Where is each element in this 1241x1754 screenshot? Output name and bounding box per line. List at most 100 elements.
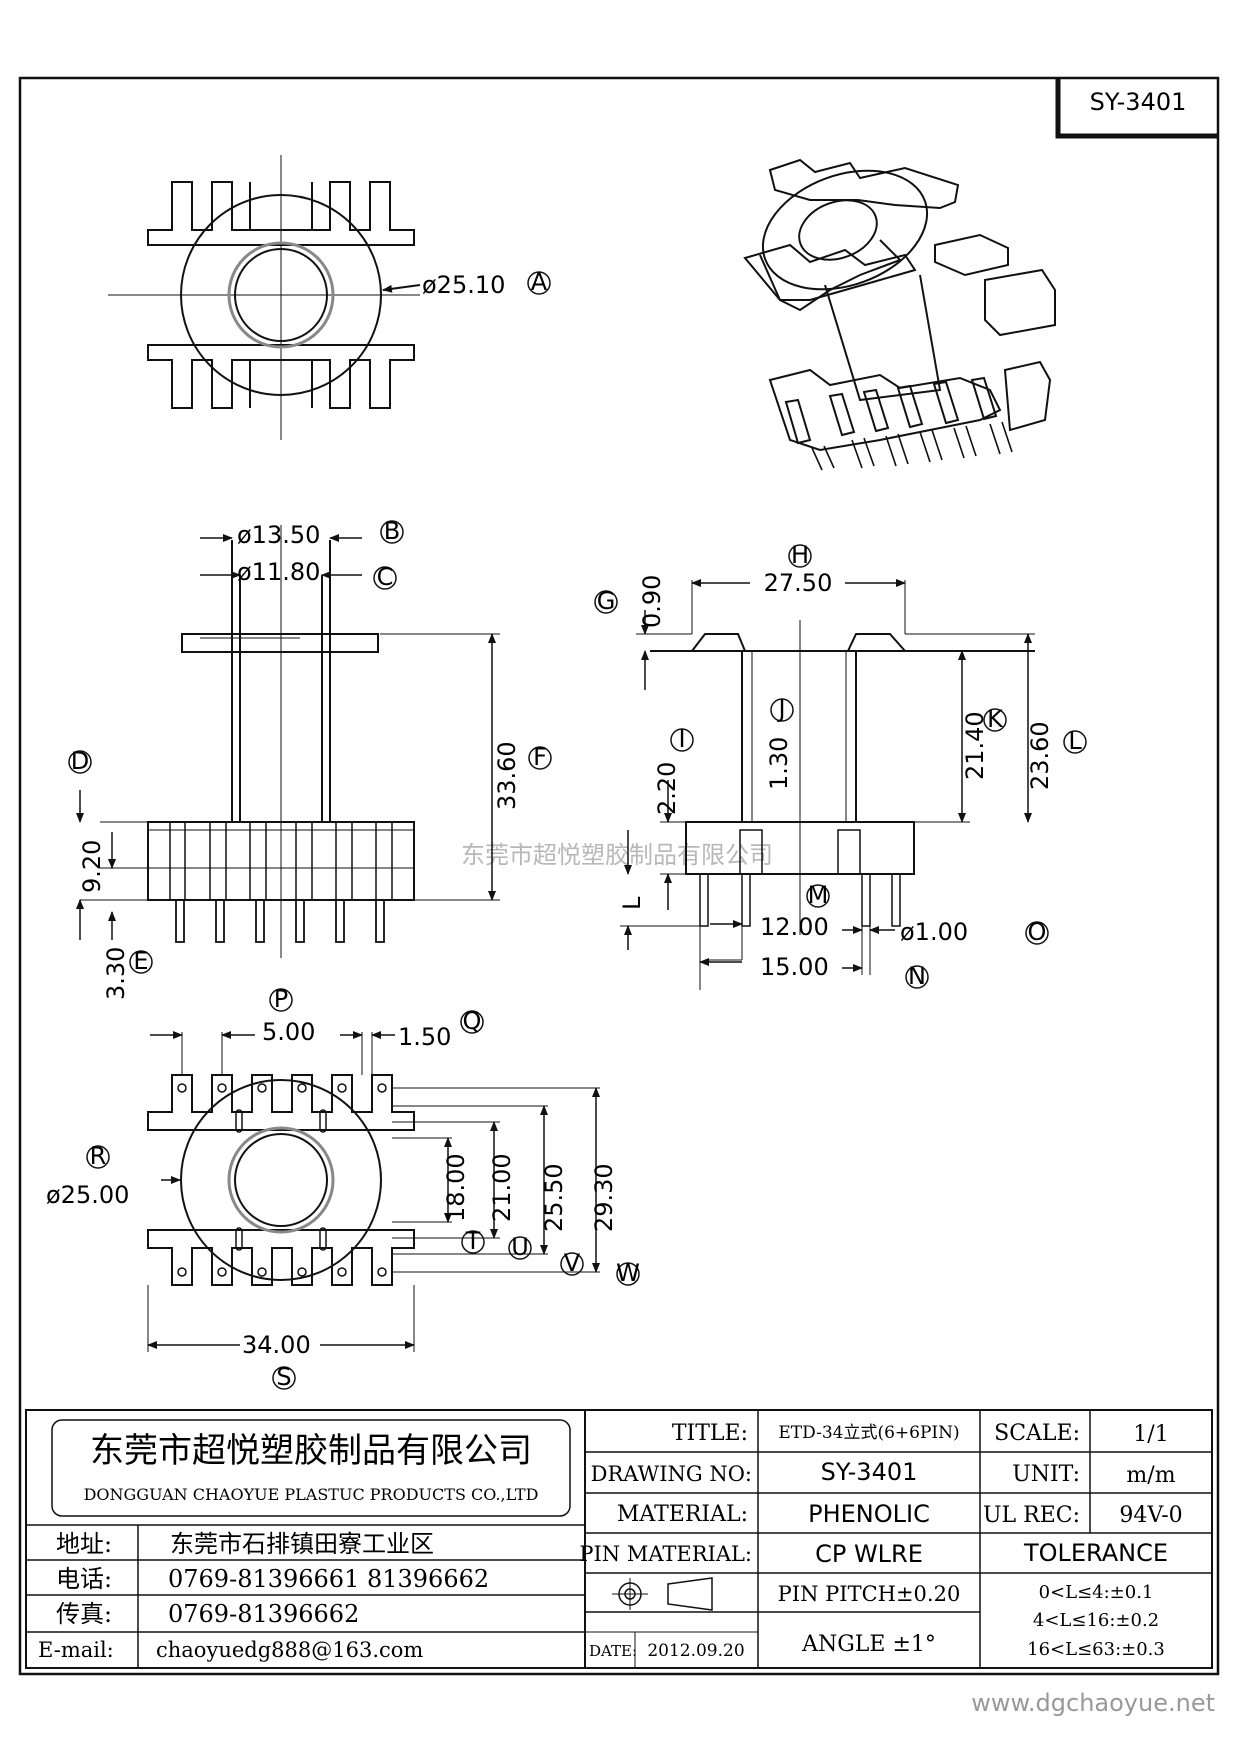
- svg-text:U: U: [511, 1233, 529, 1261]
- email-label: E-mail:: [38, 1638, 114, 1662]
- dim-V-value: 25.50: [540, 1163, 568, 1232]
- svg-text:I: I: [678, 725, 685, 753]
- dim-H-tag: H: [788, 541, 812, 569]
- dim-G-tag: G: [594, 587, 618, 615]
- side-view: [620, 579, 1035, 990]
- isometric-view: [743, 158, 1056, 471]
- bottom-view: [147, 1031, 600, 1352]
- dim-L-tag: L: [1063, 727, 1087, 755]
- title-block: [25, 1409, 1213, 1669]
- svg-text:L: L: [1068, 727, 1082, 755]
- drawing-no-value: SY-3401: [821, 1458, 918, 1486]
- dim-C-value: ø11.80: [237, 558, 320, 586]
- phone-label: 电话:: [56, 1565, 112, 1593]
- unit-label: UNIT:: [1012, 1462, 1080, 1487]
- dim-M-tag: M: [806, 881, 830, 909]
- dim-E-tag: E: [129, 947, 153, 975]
- part-number-box: SY-3401: [1055, 78, 1218, 139]
- scale-value: 1/1: [1133, 1422, 1168, 1447]
- dim-F-tag: F: [528, 743, 552, 771]
- dim-I-tag: I: [670, 725, 694, 753]
- dim-Q-value: 1.50: [398, 1023, 451, 1051]
- ul-rec-label: UL REC:: [983, 1503, 1080, 1528]
- dim-L-value: 23.60: [1026, 721, 1054, 790]
- pin-pitch-value: PIN PITCH±0.20: [778, 1582, 961, 1606]
- dim-U-value: 21.00: [488, 1153, 516, 1222]
- svg-text:J: J: [776, 695, 785, 723]
- dim-P-tag: P: [269, 985, 293, 1013]
- dim-T-tag: T: [461, 1227, 485, 1255]
- material-value: PHENOLIC: [808, 1500, 930, 1528]
- dim-Q-tag: Q: [460, 1007, 484, 1035]
- dim-B-tag: B: [380, 517, 404, 545]
- footer-url: www.dgchaoyue.net: [971, 1689, 1215, 1717]
- dim-V-tag: V: [560, 1249, 584, 1277]
- dim-S-tag: S: [272, 1363, 296, 1391]
- dim-N-value: 15.00: [760, 953, 829, 981]
- dim-S-value: 34.00: [242, 1331, 311, 1359]
- front-view: [76, 525, 500, 958]
- dim-W-tag: W: [616, 1259, 640, 1287]
- dim-A-value: ø25.10: [422, 271, 505, 299]
- dim-A-tag: A: [527, 268, 551, 296]
- svg-text:S: S: [276, 1363, 291, 1391]
- dim-O-value: ø1.00: [900, 918, 968, 946]
- svg-text:T: T: [465, 1227, 481, 1255]
- svg-text:N: N: [908, 962, 926, 990]
- svg-text:O: O: [1028, 918, 1047, 946]
- title-value: ETD-34立式(6+6PIN): [778, 1423, 959, 1443]
- projection-symbol: [612, 1577, 713, 1611]
- dim-E-value: 3.30: [102, 947, 130, 1000]
- svg-text:P: P: [274, 985, 288, 1013]
- part-number-label: SY-3401: [1090, 88, 1187, 116]
- tolerance-range-3: 16<L≤63:±0.3: [1027, 1639, 1165, 1660]
- dim-D-tag: D: [68, 747, 92, 775]
- date-value: 2012.09.20: [647, 1641, 744, 1661]
- title-label: TITLE:: [672, 1421, 748, 1446]
- dim-K-tag: K: [983, 705, 1007, 733]
- dim-R-value: ø25.00: [46, 1181, 129, 1209]
- angle-tolerance: ANGLE ±1°: [801, 1632, 936, 1657]
- company-name-en: DONGGUAN CHAOYUE PLASTUC PRODUCTS CO.,LT…: [84, 1485, 539, 1504]
- dim-J-value: 1.30: [765, 737, 793, 790]
- svg-text:E: E: [133, 947, 148, 975]
- svg-text:R: R: [90, 1142, 107, 1170]
- svg-text:B: B: [384, 517, 400, 545]
- watermark-text: 东莞市超悦塑胶制品有限公司: [461, 841, 773, 869]
- date-label: DATE:: [589, 1642, 637, 1660]
- phone-value: 0769-81396661 81396662: [168, 1565, 489, 1593]
- pin-material-label: PIN MATERIAL:: [579, 1542, 752, 1566]
- scale-label: SCALE:: [994, 1421, 1080, 1446]
- dim-W-value: 29.30: [590, 1163, 618, 1232]
- svg-text:V: V: [564, 1249, 581, 1277]
- svg-text:W: W: [616, 1259, 640, 1287]
- svg-text:M: M: [808, 881, 829, 909]
- dim-R-tag: R: [86, 1142, 110, 1170]
- dim-T-value: 18.00: [442, 1153, 470, 1222]
- address-label: 地址:: [56, 1530, 112, 1558]
- dim-pin-length-symbol: L: [618, 896, 646, 910]
- svg-text:A: A: [531, 268, 548, 296]
- dim-F-value: 33.60: [493, 741, 521, 810]
- svg-text:K: K: [987, 705, 1004, 733]
- address-value: 东莞市石排镇田寮工业区: [170, 1530, 434, 1558]
- svg-text:H: H: [791, 541, 809, 569]
- ul-rec-value: 94V-0: [1119, 1503, 1182, 1528]
- dim-B-value: ø13.50: [237, 521, 320, 549]
- svg-text:Q: Q: [463, 1007, 482, 1035]
- svg-text:G: G: [597, 587, 616, 615]
- fax-value: 0769-81396662: [168, 1600, 359, 1628]
- fax-label: 传真:: [56, 1600, 112, 1628]
- dim-H-value: 27.50: [764, 569, 833, 597]
- dim-O-tag: O: [1025, 918, 1049, 946]
- drawing-no-label: DRAWING NO:: [591, 1462, 752, 1486]
- company-name-cn: 东莞市超悦塑胶制品有限公司: [90, 1431, 532, 1471]
- dim-G-value: 0.90: [638, 575, 666, 628]
- dim-U-tag: U: [508, 1233, 532, 1261]
- svg-text:F: F: [533, 743, 547, 771]
- material-label: MATERIAL:: [617, 1502, 748, 1527]
- sheet-border: [18, 76, 1220, 1676]
- tolerance-range-1: 0<L≤4:±0.1: [1039, 1582, 1154, 1603]
- dim-C-tag: C: [373, 563, 397, 591]
